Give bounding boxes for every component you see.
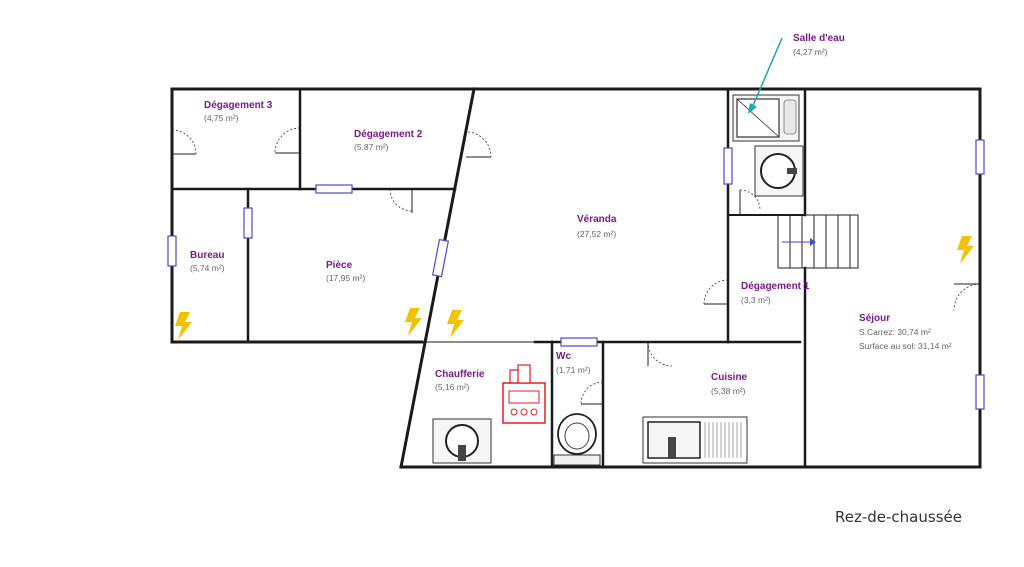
room-area-degagement2: (5,87 m²): [354, 142, 389, 152]
window: [723, 147, 733, 185]
doors: [171, 127, 981, 405]
room-area-cuisine: (5,38 m²): [711, 386, 746, 396]
room-carrez-sejour: S.Carrez: 30,74 m²: [859, 327, 931, 337]
window: [315, 184, 353, 194]
room-area-chaufferie: (5,16 m²): [435, 382, 470, 392]
room-name-chaufferie: Chaufferie: [435, 369, 485, 380]
room-name-degagement1: Dégagement 1: [741, 281, 810, 292]
room-area-piece: (17,95 m²): [326, 273, 365, 283]
electric-panel-icon: [405, 308, 422, 336]
room-area-veranda: (27,52 m²): [577, 229, 616, 239]
room-labels: Salle d'eau (4,27 m²) Dégagement 3 (4,75…: [190, 33, 952, 396]
window: [431, 238, 450, 278]
salle-eau-pointer: [748, 37, 783, 114]
stairs-icon: [777, 214, 859, 269]
room-name-wc: Wc: [556, 351, 571, 362]
toilet-icon: [553, 413, 601, 466]
window: [243, 207, 253, 239]
room-name-cuisine: Cuisine: [711, 372, 748, 383]
room-name-bureau: Bureau: [190, 250, 224, 261]
room-area-bureau: (5,74 m²): [190, 263, 225, 273]
room-area-degagement3: (4,75 m²): [204, 113, 239, 123]
electric-panel-icon: [447, 310, 464, 338]
room-name-piece: Pièce: [326, 260, 353, 271]
room-name-salle-eau: Salle d'eau: [793, 33, 845, 44]
electric-panel-icon: [957, 236, 974, 264]
boiler-icon: [502, 364, 546, 424]
room-surface-sejour: Surface au sol: 31,14 m²: [859, 341, 952, 351]
room-name-degagement2: Dégagement 2: [354, 129, 423, 140]
shower-icon: [732, 94, 800, 142]
room-area-wc: (1,71 m²): [556, 365, 591, 375]
window: [975, 139, 985, 175]
level-label: Rez-de-chaussée: [835, 508, 962, 526]
exterior-walls: [170, 87, 982, 469]
window: [167, 235, 177, 267]
room-name-sejour: Séjour: [859, 313, 890, 324]
sink-icon: [432, 418, 492, 464]
room-name-degagement3: Dégagement 3: [204, 100, 273, 111]
room-area-salle-eau: (4,27 m²): [793, 47, 828, 57]
room-name-veranda: Véranda: [577, 214, 617, 225]
kitchen-sink-icon: [642, 416, 748, 464]
electric-panel-icons: [175, 236, 974, 340]
window: [975, 374, 985, 410]
windows: [167, 139, 985, 410]
electric-panel-icon: [175, 312, 192, 340]
room-area-degagement1: (3,3 m²): [741, 295, 771, 305]
window: [560, 337, 598, 347]
washing-machine-icon: [754, 145, 804, 197]
